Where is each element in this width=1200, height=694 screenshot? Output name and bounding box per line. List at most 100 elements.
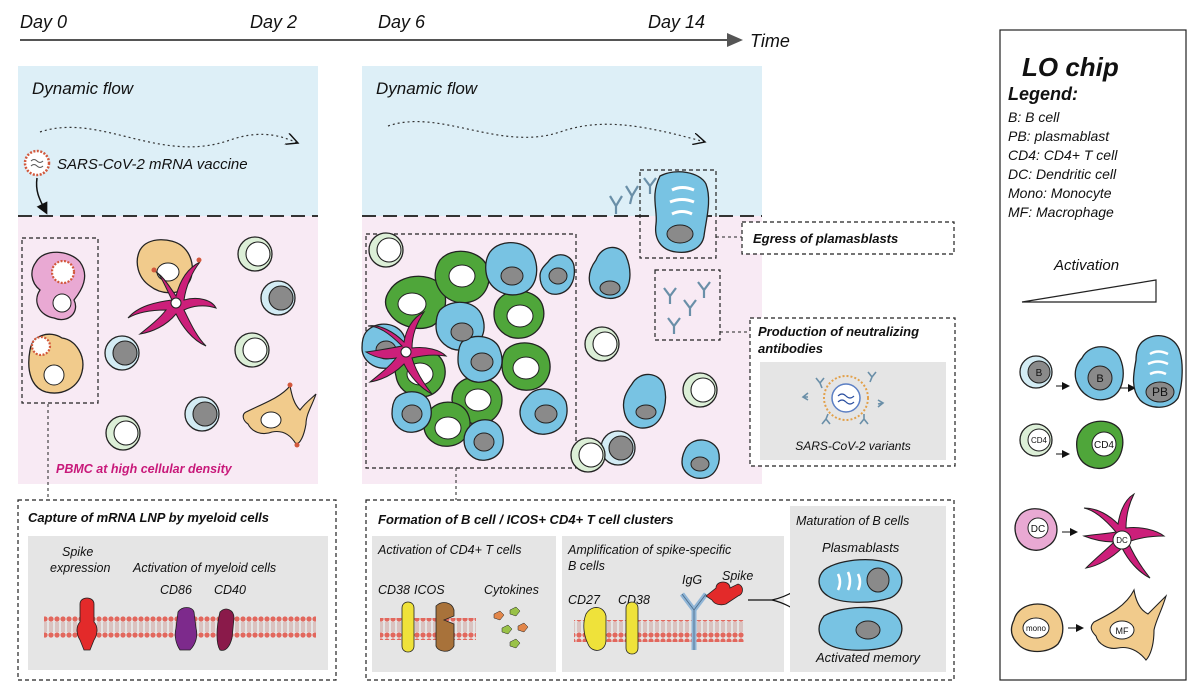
b-cell: [681, 439, 720, 479]
mono-with-lnp-cell: [28, 333, 84, 394]
t-cell: [234, 332, 270, 368]
maturation-label: Maturation of B cells: [796, 514, 909, 528]
cytokines-icon: [493, 606, 529, 649]
variants-panel: [760, 362, 946, 460]
cd38-label: CD38: [378, 583, 410, 597]
legend-cd4-active-label: CD4: [1094, 440, 1114, 451]
legend-item-mf: MF: Macrophage: [1008, 204, 1114, 220]
right-flow-label: Dynamic flow: [376, 79, 479, 98]
spike-protein-icon: [76, 597, 98, 651]
plasmablast-egress-cell: [654, 171, 710, 254]
activated-memory-label: Activated memory: [815, 650, 922, 665]
capture-box: Capture of mRNA LNP by myeloid cells Spi…: [17, 499, 337, 681]
mrna-lnp-icon: [23, 149, 51, 177]
antibody-production-box: [654, 269, 721, 341]
activated-memory-b-cell: [818, 606, 903, 651]
timeline: Day 0 Day 2 Day 6 Day 14 Time: [20, 12, 790, 51]
spike-label: Spike: [722, 569, 753, 583]
cluster-box-frame: [365, 499, 955, 681]
t-cell: [682, 372, 718, 408]
cluster-formation-box: Formation of B cell / ICOS+ CD4+ T cell …: [365, 499, 955, 681]
legend-item-b: B: B cell: [1008, 109, 1060, 125]
left-flow-channel: [18, 66, 318, 216]
b-cell: [622, 373, 667, 429]
amplification-label-1: Amplification of spike-specific: [567, 543, 732, 557]
t-cell: [105, 415, 141, 451]
icos-label: ICOS: [414, 583, 445, 597]
legend-mono-label: mono: [1026, 624, 1047, 633]
spike-expression-label-1: Spike: [62, 545, 93, 559]
t-cell: [584, 326, 620, 362]
cytokines-label: Cytokines: [484, 583, 539, 597]
legend-cd4-label: CD4: [1031, 436, 1048, 445]
left-chip-panel: Dynamic flow SARS-CoV-2 mRNA vaccine: [18, 66, 318, 484]
cd86-label: CD86: [160, 583, 192, 597]
legend-pb-label: PB: [1152, 385, 1168, 399]
cd38-b-label: CD38: [618, 593, 650, 607]
macrophage-cell: [242, 382, 317, 448]
spike-expression-label-2: expression: [50, 561, 110, 575]
dendritic-cell: [127, 257, 217, 347]
activation-myeloid-label: Activation of myeloid cells: [132, 561, 276, 575]
myeloid-capture-box: [21, 237, 99, 404]
legend-item-dc: DC: Dendritic cell: [1008, 166, 1117, 182]
t-cell: [368, 232, 404, 268]
timeline-arrowhead: [727, 33, 743, 47]
b-cell: [104, 335, 140, 371]
legend-item-pb: PB: plasmablast: [1008, 128, 1110, 144]
legend-macrophage: MF: [1090, 588, 1168, 661]
antibodies-flow: [609, 177, 657, 214]
left-flow-arrow: [39, 126, 298, 148]
right-chip-panel: Dynamic flow Egress of plamasblasts: [361, 66, 956, 484]
egress-label: Egress of plamasblasts: [753, 231, 898, 246]
cd40-protein-icon: [216, 608, 235, 651]
t-cell: [570, 437, 606, 473]
legend-activated-cd4-cell: CD4: [1076, 420, 1124, 469]
capture-box-frame: [17, 499, 337, 681]
day6-label: Day 6: [378, 12, 426, 32]
plasmablast-cell: [818, 558, 903, 603]
time-axis-label: Time: [750, 31, 790, 51]
legend-item-cd4: CD4: CD4+ T cell: [1008, 147, 1118, 163]
t-cell-membrane: [380, 618, 476, 640]
cd86-protein-icon: [174, 607, 198, 651]
b-t-cell-cluster: [361, 242, 576, 461]
legend-subtitle: Legend:: [1008, 84, 1078, 104]
igg-receptor-icon: [680, 592, 708, 650]
legend-item-mono: Mono: Monocyte: [1008, 185, 1112, 201]
egress-label-box: [741, 221, 955, 255]
neutralizing-label-1: Production of neutralizing: [758, 324, 919, 339]
cd27-protein-icon: [583, 607, 607, 651]
legend-plasmablast: PB: [1132, 335, 1183, 408]
cd38-protein-icon: [401, 601, 415, 653]
legend-mf-label: MF: [1116, 626, 1129, 636]
icos-protein-icon: [435, 602, 455, 652]
activation-wedge: [1021, 279, 1157, 303]
right-flow-arrow: [387, 121, 705, 142]
legend-dc-active-label: DC: [1116, 536, 1128, 545]
capture-inner-panel: [28, 536, 328, 670]
neutralizing-label-2: antibodies: [758, 341, 823, 356]
day0-label: Day 0: [20, 12, 67, 32]
plasmablasts-label: Plasmablasts: [822, 540, 900, 555]
cd40-label: CD40: [214, 583, 246, 597]
variants-label: SARS-CoV-2 variants: [795, 439, 911, 453]
left-flow-label: Dynamic flow: [32, 79, 135, 98]
vaccine-uptake-arrow: [35, 177, 48, 215]
cd4-activation-label: Activation of CD4+ T cells: [377, 543, 521, 557]
day14-label: Day 14: [648, 12, 705, 32]
activation-label: Activation: [1053, 257, 1119, 274]
legend-activated-b-cell: B: [1074, 346, 1124, 401]
legend-mono-cell: mono: [1010, 603, 1064, 653]
cd38-b-protein-icon: [625, 601, 639, 655]
t-cell: [237, 236, 273, 272]
b-cell: [600, 430, 636, 466]
legend-cd4-cell: CD4: [1019, 423, 1053, 457]
day2-label: Day 2: [250, 12, 297, 32]
legend-b-cell: B: [1019, 355, 1053, 389]
igg-label: IgG: [682, 573, 702, 587]
amplification-label-2: B cells: [568, 559, 605, 573]
legend-panel: LO chip Legend: B: B cell PB: plasmablas…: [999, 29, 1187, 681]
dc-with-lnp-cell: [31, 251, 86, 321]
